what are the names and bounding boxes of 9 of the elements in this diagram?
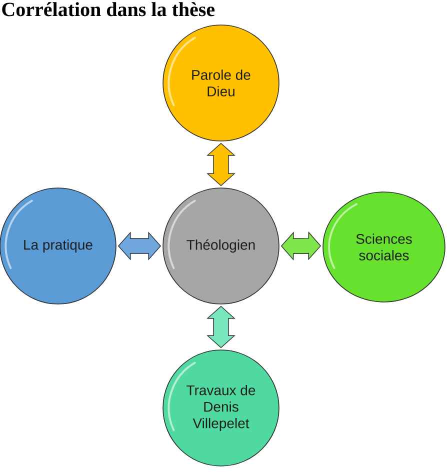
double-arrow: [280, 231, 322, 261]
double-arrow: [206, 306, 236, 348]
circle-node: Travaux de Denis Villepelet: [162, 350, 280, 466]
circle-node: Parole de Dieu: [162, 24, 280, 142]
circle-node: Sciences sociales: [322, 192, 446, 302]
double-arrow: [206, 142, 236, 186]
double-arrow: [118, 232, 162, 260]
circle-node: Théologien: [162, 188, 280, 304]
title: Corrélation dans la thèse: [2, 2, 215, 16]
